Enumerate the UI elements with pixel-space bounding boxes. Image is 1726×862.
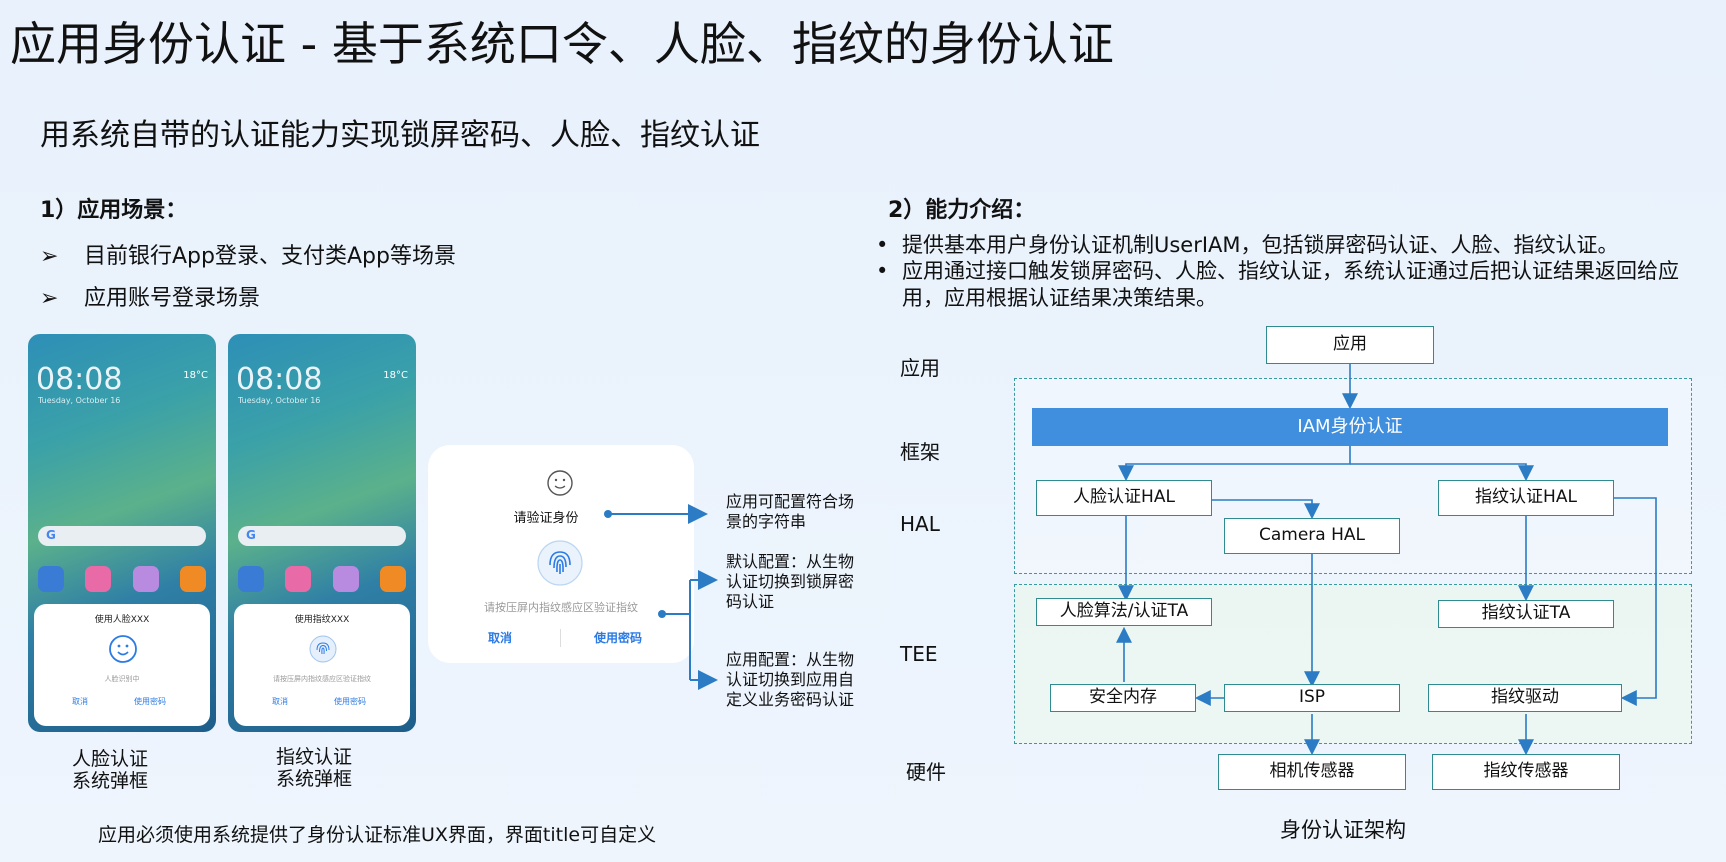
app-icon <box>132 566 159 592</box>
fingerprint-driver-box: 指纹驱动 <box>1428 684 1622 712</box>
face-auth-dialog: 使用人脸XXX 人脸识别中 取消 使用密码 <box>34 604 210 726</box>
architecture-caption: 身份认证架构 <box>1280 818 1406 842</box>
fingerprint-icon <box>309 635 337 663</box>
app-icon <box>379 566 406 592</box>
app-icon <box>85 566 112 592</box>
section2-heading: 2）能力介绍： <box>888 198 1036 223</box>
layer-label-app: 应用 <box>900 356 940 380</box>
list-item: ➢应用账号登录场景 <box>40 286 261 311</box>
app-icon <box>38 566 64 592</box>
annotation-text: 应用配置：从生物 认证切换到应用自 定义业务密码认证 <box>726 650 855 709</box>
dialog-hint: 请按压屏内指纹感应区验证指纹 <box>484 601 638 614</box>
use-password-button[interactable]: 使用密码 <box>594 631 643 645</box>
fingerprint-ta-box: 指纹认证TA <box>1438 600 1614 628</box>
google-search-bar: G <box>38 526 206 546</box>
app-icons-row <box>38 566 206 592</box>
phone-date: Tuesday, October 16 <box>38 396 121 405</box>
app-icon <box>238 566 264 592</box>
app-icon <box>332 566 359 592</box>
dialog-title: 请验证身份 <box>513 511 579 526</box>
list-item: • 提供基本用户身份认证机制UserIAM，包括锁屏密码认证、人脸、指纹认证。 <box>876 233 1619 257</box>
cancel-button[interactable]: 取消 <box>488 631 513 645</box>
face-hal-box: 人脸认证HAL <box>1036 480 1212 516</box>
phone-clock: 08:08 <box>236 362 323 397</box>
phone-caption: 人脸认证 系统弹框 <box>72 748 149 792</box>
secure-memory-box: 安全内存 <box>1050 684 1196 712</box>
bullet-dot-icon: • <box>876 259 889 283</box>
use-password-button[interactable]: 使用密码 <box>134 697 166 706</box>
phone-caption: 指纹认证 系统弹框 <box>276 746 353 790</box>
cancel-button[interactable]: 取消 <box>72 697 88 706</box>
app-icons-row <box>238 566 406 592</box>
use-password-button[interactable]: 使用密码 <box>334 697 366 706</box>
footer-note: 应用必须使用系统提供了身份认证标准UX界面，界面title可自定义 <box>98 824 657 846</box>
isp-box: ISP <box>1224 684 1400 712</box>
iam-auth-box: IAM身份认证 <box>1032 408 1668 446</box>
camera-hal-box: Camera HAL <box>1224 518 1400 554</box>
list-item: • 应用通过接口触发锁屏密码、人脸、指纹认证，系统认证通过后把认证结果返回给应用… <box>876 259 1679 310</box>
fingerprint-auth-dialog: 使用指纹XXX 请按压屏内指纹感应区验证指纹 取消 使用密码 <box>234 604 410 726</box>
cancel-button[interactable]: 取消 <box>272 697 288 706</box>
layer-label-hal: HAL <box>900 512 940 536</box>
fingerprint-icon <box>537 540 583 586</box>
fingerprint-sensor-box: 指纹传感器 <box>1432 754 1620 790</box>
phone-clock: 08:08 <box>36 362 123 397</box>
phone-date: Tuesday, October 16 <box>238 396 321 405</box>
face-icon <box>547 470 573 496</box>
annotation-text: 应用可配置符合场 景的字符串 <box>726 492 855 531</box>
bullet-dot-icon: • <box>876 233 889 257</box>
layer-label-hardware: 硬件 <box>906 760 946 784</box>
page-title: 应用身份认证 - 基于系统口令、人脸、指纹的身份认证 <box>10 17 1114 71</box>
app-icon <box>285 566 312 592</box>
app-box: 应用 <box>1266 326 1434 364</box>
layer-label-framework: 框架 <box>900 440 940 464</box>
camera-sensor-box: 相机传感器 <box>1218 754 1406 790</box>
bullet-arrow-icon: ➢ <box>40 286 59 311</box>
annotation-text: 默认配置：从生物 认证切换到锁屏密 码认证 <box>726 552 855 611</box>
face-icon <box>109 635 137 663</box>
app-icon <box>179 566 206 592</box>
google-search-bar: G <box>238 526 406 546</box>
phone-fingerprint-screenshot: 08:08 Tuesday, October 16 18°C G 使用指纹XXX… <box>228 334 416 732</box>
fingerprint-hal-box: 指纹认证HAL <box>1438 480 1614 516</box>
auth-dialog-enlarged: 请验证身份 请按压屏内指纹感应区验证指纹 取消 使用密码 <box>428 445 694 663</box>
layer-label-tee: TEE <box>900 642 938 666</box>
phone-face-screenshot: 08:08 Tuesday, October 16 18°C G 使用人脸XXX… <box>28 334 216 732</box>
weather-icon: 18°C <box>183 370 208 381</box>
face-ta-box: 人脸算法/认证TA <box>1036 598 1212 626</box>
section1-heading: 1）应用场景： <box>40 198 188 223</box>
list-item: ➢目前银行App登录、支付类App等场景 <box>40 244 456 269</box>
page-subtitle: 用系统自带的认证能力实现锁屏密码、人脸、指纹认证 <box>40 118 760 153</box>
weather-icon: 18°C <box>383 370 408 381</box>
divider <box>560 629 561 647</box>
bullet-arrow-icon: ➢ <box>40 244 59 269</box>
